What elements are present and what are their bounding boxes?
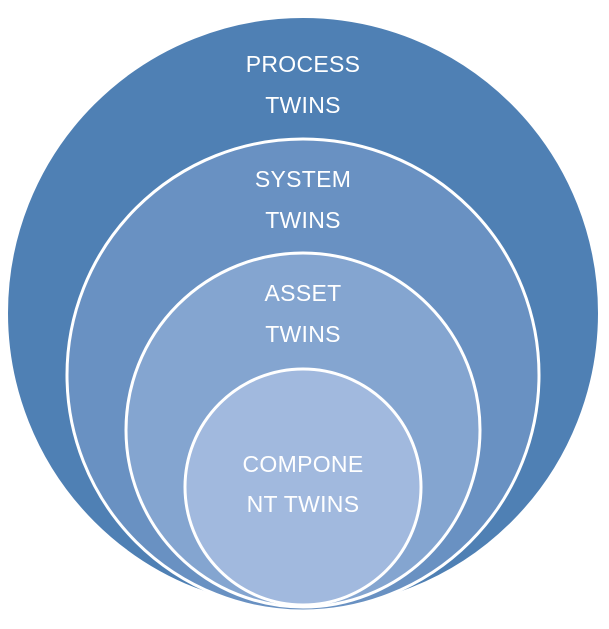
ring-component-circle	[183, 367, 423, 607]
ring-asset-label-line1: ASSET	[265, 280, 342, 306]
ring-component-label-line2: NT TWINS	[247, 491, 360, 517]
ring-process-label-line1: PROCESS	[246, 51, 361, 77]
ring-component-label-line1: COMPONE	[243, 451, 364, 477]
ring-system-label-line1: SYSTEM	[255, 166, 351, 192]
ring-component-twins: COMPONE NT TWINS	[183, 367, 423, 607]
ring-asset-label-line2: TWINS	[265, 321, 341, 347]
ring-process-label-line2: TWINS	[265, 92, 341, 118]
ring-system-label-line2: TWINS	[265, 207, 341, 233]
